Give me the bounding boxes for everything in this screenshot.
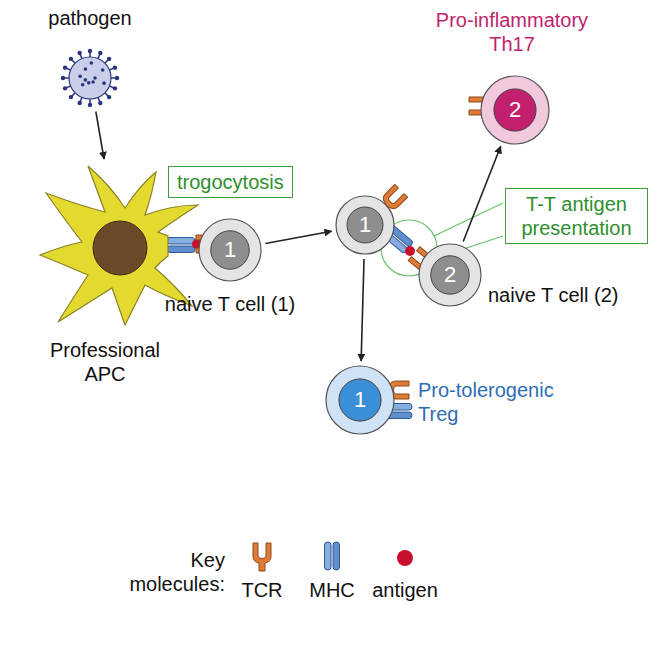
legend-label: antigen (372, 578, 438, 602)
callout-number: 1 (325, 365, 395, 435)
virus-capsid (69, 57, 111, 99)
virus-spike-tip (61, 76, 65, 80)
pathogen-virus: pathogen (60, 48, 120, 108)
pathogen-label: pathogen (34, 6, 146, 30)
virus-spike-tip (69, 57, 73, 61)
virus-spike-tip (69, 95, 73, 99)
leader-line (434, 203, 503, 236)
virus-spike-tip (98, 101, 102, 105)
tcr-symbol (253, 543, 271, 571)
cell-label: naive T cell (1) (155, 292, 305, 316)
virus-dot (91, 80, 95, 84)
callout-number: 2 (480, 75, 550, 145)
virus-spike-tip (88, 103, 92, 107)
cell-label: Pro-tolerogenic Treg (418, 378, 578, 426)
legend-swatch (390, 538, 420, 574)
callout-number: 2 (418, 243, 482, 307)
virus-spike-tip (88, 49, 92, 53)
virus-spike-tip (107, 95, 111, 99)
virus-spike-tip (113, 86, 117, 90)
virus-spike-tip (63, 65, 67, 69)
legend-swatch (247, 538, 277, 574)
virus-spike-tip (115, 76, 119, 80)
virus-dot (101, 68, 105, 72)
legend-item: TCR (222, 538, 302, 602)
virus-dot (81, 83, 85, 87)
legend-label: MHC (309, 578, 355, 602)
legend-item: MHC (292, 538, 372, 602)
virus-spike-tip (98, 51, 102, 55)
virus-spike-tip (63, 86, 67, 90)
cell-membrane (199, 219, 261, 281)
cell-label: Pro-inflammatory Th17 (422, 8, 602, 56)
mhc-symbol (325, 542, 340, 570)
virus-spike-tip (77, 51, 81, 55)
virus-dot (87, 81, 91, 85)
legend-item: antigen (365, 538, 445, 602)
virus-dot (93, 76, 97, 80)
antigen-dot (397, 550, 413, 566)
process-box: T-T antigen presentation (505, 188, 648, 244)
callout-number: 1 (335, 195, 395, 255)
virus-spike-tip (77, 101, 81, 105)
th17-cell: 2Pro-inflammatory Th17 (480, 75, 550, 145)
naive-t-cell: 1naive T cell (1) (198, 218, 262, 282)
apc-nucleus (93, 221, 147, 275)
naive-t-cell: 1 (335, 195, 395, 255)
cell-membrane (481, 76, 549, 144)
virus-dot (84, 78, 88, 82)
cell-membrane (419, 244, 481, 306)
arrow-connector (96, 111, 104, 159)
virus-dot (102, 81, 106, 85)
shape-outline (60, 48, 120, 108)
legend-heading: Key molecules: (105, 548, 225, 596)
process-label: T-T antigen presentation (514, 192, 639, 240)
virus-dot (78, 74, 82, 78)
process-box: trogocytosis (168, 166, 293, 198)
process-label: trogocytosis (177, 170, 284, 194)
callout-number: 1 (198, 218, 262, 282)
cell-membrane (336, 196, 394, 254)
antigen-dot (405, 246, 415, 256)
virus-dot (84, 67, 88, 71)
naive-t-cell: 2naive T cell (2) (418, 243, 482, 307)
virus-spike-tip (113, 65, 117, 69)
legend-swatch (317, 538, 347, 574)
apc-label: Professional APC (30, 338, 180, 386)
cell-membrane (326, 366, 394, 434)
mhc-symbol (167, 238, 195, 253)
legend-label: TCR (241, 578, 282, 602)
arrow-connector (361, 259, 364, 361)
virus-spike-tip (107, 57, 111, 61)
cell-label: naive T cell (2) (488, 283, 653, 307)
treg-cell: 1Pro-tolerogenic Treg (325, 365, 395, 435)
arrow-connector (463, 146, 501, 241)
virus-dot (90, 61, 94, 65)
arrow-connector (265, 231, 331, 243)
